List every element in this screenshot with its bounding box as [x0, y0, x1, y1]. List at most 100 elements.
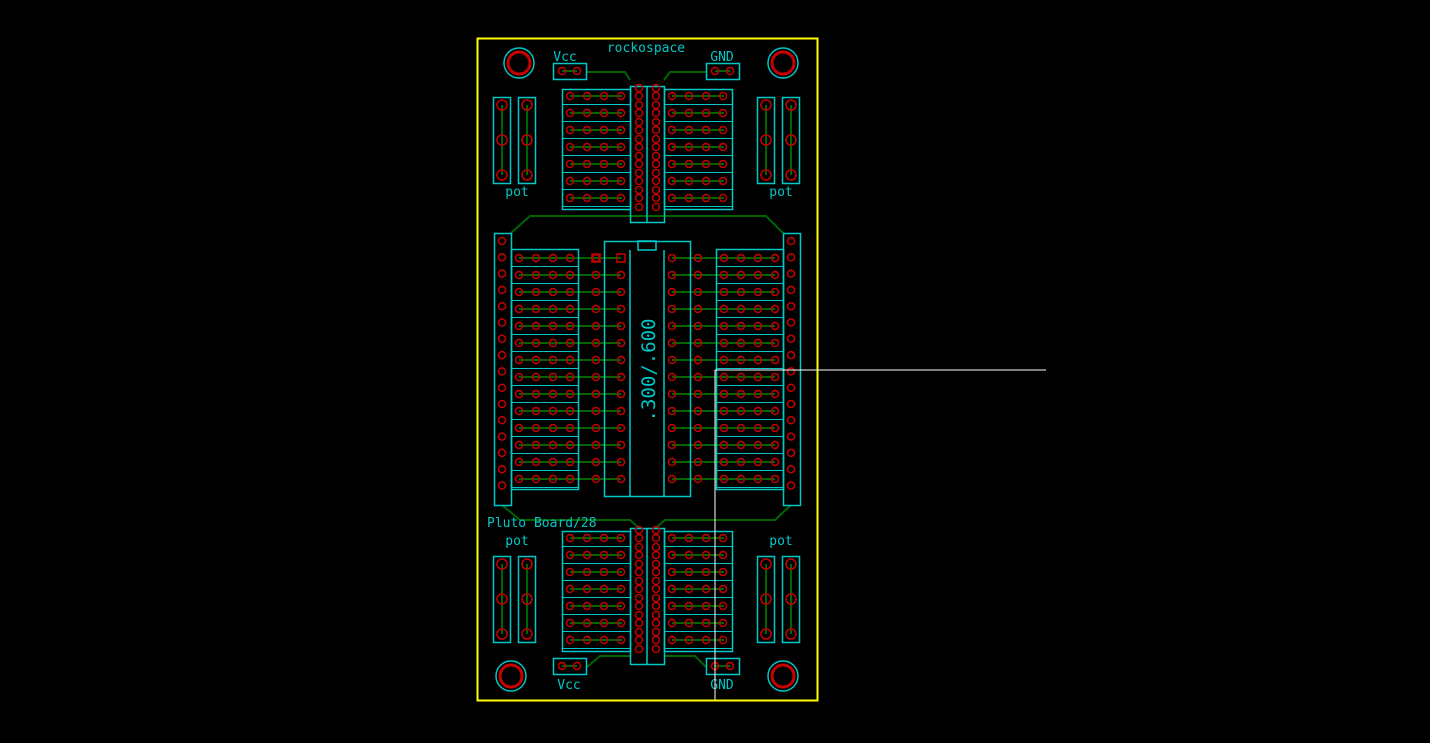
pad: [616, 270, 626, 280]
pad: [651, 193, 661, 203]
pad: [651, 185, 661, 195]
pad: [718, 567, 728, 577]
mounting-hole-pad: [770, 663, 796, 689]
pad: [651, 202, 661, 212]
top-label: rockospace: [607, 41, 685, 56]
pad-layer: [496, 50, 797, 689]
pad: [701, 125, 711, 135]
pad: [693, 321, 703, 331]
pad: [770, 406, 780, 416]
pad: [684, 533, 694, 543]
pad: [667, 91, 677, 101]
pad: [718, 125, 728, 135]
pad: [651, 159, 661, 169]
pad: [651, 533, 661, 543]
pad: [616, 550, 626, 560]
pad: [786, 367, 796, 376]
pad: [753, 304, 763, 314]
pad: [634, 108, 644, 118]
pad: [634, 525, 644, 535]
pad: [591, 423, 601, 433]
mounting-hole-pad: [770, 50, 796, 76]
pin1-notch: [637, 240, 657, 251]
pad: [634, 584, 644, 594]
pad: [565, 533, 575, 543]
pot-label-bottom-right: pot: [769, 534, 792, 549]
pad: [651, 176, 661, 186]
pad: [565, 270, 575, 280]
pad: [667, 601, 677, 611]
pad: [582, 142, 592, 152]
pad: [548, 372, 558, 382]
pad: [693, 423, 703, 433]
pad: [497, 416, 507, 425]
pad: [667, 142, 677, 152]
pad: [725, 661, 735, 671]
rail-left: [493, 232, 513, 507]
pad: [786, 481, 796, 490]
dip-block-top-right: [663, 88, 734, 211]
pad: [684, 618, 694, 628]
pad: [531, 423, 541, 433]
pin1-pad: [591, 253, 601, 263]
pad: [634, 83, 644, 93]
pad: [770, 355, 780, 365]
pad: [634, 100, 644, 110]
pad: [651, 559, 661, 569]
pad: [667, 440, 677, 450]
pad: [760, 558, 772, 570]
pad: [616, 440, 626, 450]
pad: [667, 253, 677, 263]
pad: [616, 389, 626, 399]
pad: [497, 334, 507, 344]
pad: [701, 108, 711, 118]
pad: [565, 338, 575, 348]
pad: [667, 533, 677, 543]
pad: [693, 457, 703, 467]
pad: [634, 542, 644, 552]
pad: [496, 99, 508, 111]
pad: [599, 533, 609, 543]
pad: [599, 635, 609, 645]
pad: [496, 134, 508, 146]
pad: [701, 550, 711, 560]
pad: [582, 193, 592, 203]
pad: [701, 635, 711, 645]
pad: [651, 125, 661, 135]
pad: [616, 618, 626, 628]
pad: [548, 457, 558, 467]
pad: [684, 601, 694, 611]
pad: [736, 457, 746, 467]
pad: [514, 253, 524, 263]
pad: [548, 355, 558, 365]
pad: [634, 193, 644, 203]
pad: [770, 474, 780, 484]
gnd-trace-bottom: [664, 655, 707, 668]
pad: [591, 406, 601, 416]
pad: [565, 372, 575, 382]
pad: [770, 321, 780, 331]
pad: [719, 440, 729, 450]
pad: [616, 584, 626, 594]
pad: [599, 108, 609, 118]
pad: [497, 253, 507, 262]
pad: [770, 423, 780, 433]
pad: [591, 474, 601, 484]
dip-block-bottom-right: [663, 530, 734, 653]
pad: [770, 253, 780, 263]
pad: [651, 618, 661, 628]
pad: [770, 457, 780, 467]
pad: [651, 610, 661, 620]
pad: [634, 601, 644, 611]
pad: [736, 304, 746, 314]
pad: [651, 151, 661, 161]
pad: [599, 125, 609, 135]
pad: [651, 117, 661, 127]
pad: [616, 142, 626, 152]
pad: [718, 550, 728, 560]
mounting-hole-ring: [767, 660, 799, 692]
pad: [693, 440, 703, 450]
pad: [565, 406, 575, 416]
pad: [736, 423, 746, 433]
